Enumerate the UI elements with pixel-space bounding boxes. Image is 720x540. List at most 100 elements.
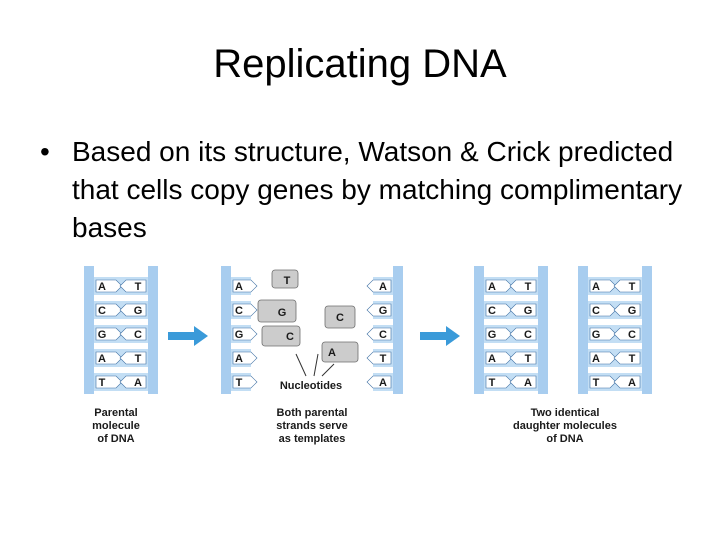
template-right-strand-base-label: A (379, 281, 387, 293)
daughter-dna-2-right-base-label: G (628, 305, 637, 317)
nucleotide-label: G (278, 307, 287, 319)
daughter-dna-2-right-base-shape (613, 327, 641, 341)
daughter-dna-1-right-base-shape (509, 279, 537, 293)
parental-dna-right-base-label: A (134, 377, 142, 389)
daughter-dna-2-right-base-label: T (629, 281, 636, 293)
template-left-strand-base-label: A (235, 353, 243, 365)
slide-title: Replicating DNA (213, 42, 507, 86)
daughter-dna-1-right-base-shape (509, 375, 537, 389)
nucleotide-shape (261, 325, 301, 347)
daughter-dna-2-left-base-label: C (592, 305, 600, 317)
daughter-dna-1-right-base-label: T (525, 353, 532, 365)
parental-caption-line: of DNA (97, 433, 134, 445)
process-arrow-2 (420, 326, 460, 346)
daughters-caption-line: daughter molecules (513, 420, 617, 432)
daughter-dna-1-right-base-label: T (525, 281, 532, 293)
template-right-strand-base-shape (366, 303, 392, 317)
daughter-dna-1-right-backbone (538, 266, 548, 394)
parental-dna-right-base-shape (119, 351, 147, 365)
template-right-strand-base-shape (366, 351, 392, 365)
template-right-strand-backbone (393, 266, 403, 394)
daughter-dna-1-right-base-label: C (524, 329, 532, 341)
parental-dna-left-base-shape (95, 327, 123, 341)
daughter-dna-1-right-base-label: A (524, 377, 532, 389)
daughter-dna-1-right-base-shape (509, 303, 537, 317)
parental-dna-left-base-label: C (98, 305, 106, 317)
parental-dna-right-base-label: T (135, 353, 142, 365)
daughter-dna-2-left-base-label: G (592, 329, 601, 341)
daughter-dna-1-left-base-label: G (488, 329, 497, 341)
daughter-dna-2-left-base-label: T (593, 377, 600, 389)
template-right-strand-base-label: T (380, 353, 387, 365)
daughter-dna-2-left-base-label: A (592, 281, 600, 293)
template-left-strand-base-shape (232, 303, 258, 317)
parental-dna-right-backbone (148, 266, 158, 394)
nucleotide-shape (324, 305, 356, 329)
daughter-dna-2-left-base-label: A (592, 353, 600, 365)
template-left-strand-base-shape (232, 327, 258, 341)
nucleotide-label: C (336, 312, 344, 324)
daughter-dna-1-left-base-shape (485, 351, 513, 365)
daughter-dna-1-left-base-label: A (488, 281, 496, 293)
parental-dna-right-base-shape (119, 327, 147, 341)
daughter-dna-1-left-base-shape (485, 327, 513, 341)
nucleotides-pointer-lines (295, 353, 335, 377)
parental-dna-left-base-label: A (98, 353, 106, 365)
parental-dna-left-backbone (84, 266, 94, 394)
daughter-dna-2-right-base-label: T (629, 353, 636, 365)
bullet-point: • Based on its structure, Watson & Crick… (40, 133, 700, 247)
daughters-caption-line: of DNA (546, 433, 583, 445)
nucleotide-shape (257, 299, 297, 323)
parental-dna-right-base-shape (119, 303, 147, 317)
template-right-strand-base-label: C (379, 329, 387, 341)
nucleotide-shape (321, 341, 359, 363)
parental-dna-right-base-label: C (134, 329, 142, 341)
bullet-marker: • (40, 136, 50, 167)
daughter-dna-2-left-base-shape (589, 375, 617, 389)
daughter-dna-2-right-base-shape (613, 375, 641, 389)
daughter-dna-1-right-base-shape (509, 351, 537, 365)
daughter-dna-1-right-base-label: G (524, 305, 533, 317)
template-left-strand-base-shape (232, 351, 258, 365)
daughter-dna-1-left-backbone (474, 266, 484, 394)
template-left-strand-base-shape (232, 375, 258, 389)
daughter-dna-2-right-base-label: C (628, 329, 636, 341)
daughter-dna-2-left-base-shape (589, 303, 617, 317)
template-right-strand-base-label: A (379, 377, 387, 389)
parental-dna-left-base-label: A (98, 281, 106, 293)
templates-caption-line: as templates (279, 433, 346, 445)
daughter-dna-1-left-base-shape (485, 303, 513, 317)
bullet-text: Based on its structure, Watson & Crick p… (72, 136, 683, 243)
daughter-dna-2-left-base-shape (589, 279, 617, 293)
daughter-dna-2-right-backbone (642, 266, 652, 394)
daughter-dna-2-left-base-shape (589, 351, 617, 365)
template-left-strand-base-label: A (235, 281, 243, 293)
parental-dna-left-base-label: T (99, 377, 106, 389)
daughter-dna-2-right-base-shape (613, 279, 641, 293)
daughter-dna-2-left-backbone (578, 266, 588, 394)
template-left-strand-base-label: G (235, 329, 244, 341)
nucleotides-label: Nucleotides (280, 380, 342, 392)
template-left-strand-backbone (221, 266, 231, 394)
template-right-strand-base-shape (366, 327, 392, 341)
nucleotide-label: A (328, 347, 336, 359)
template-left-strand-base-label: C (235, 305, 243, 317)
templates-caption-line: strands serve (276, 420, 348, 432)
daughter-dna-2-right-base-shape (613, 351, 641, 365)
process-arrow-1 (168, 326, 208, 346)
daughter-dna-1-left-base-label: A (488, 353, 496, 365)
parental-dna-right-base-label: T (135, 281, 142, 293)
daughters-caption-line: Two identical (531, 407, 600, 419)
daughter-dna-1-right-base-shape (509, 327, 537, 341)
nucleotide-label: C (286, 331, 294, 343)
daughter-dna-1-left-base-label: C (488, 305, 496, 317)
nucleotide-shape (271, 269, 299, 289)
